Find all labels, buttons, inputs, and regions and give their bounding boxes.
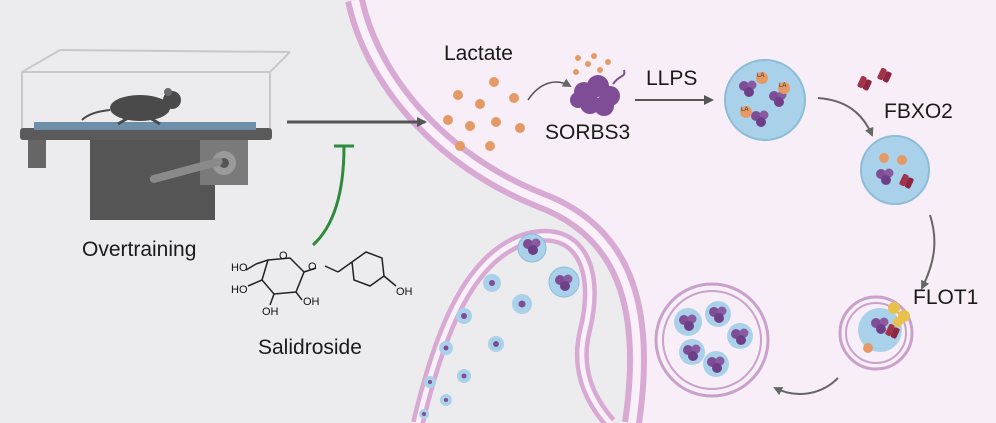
condensate-droplet — [724, 59, 806, 141]
treadmill-illustration — [20, 49, 291, 220]
overtraining-label: Overtraining — [82, 238, 197, 261]
flot1-label: FLOT1 — [913, 286, 979, 309]
multivesicular-body — [654, 282, 770, 398]
secreted-exosomes — [419, 233, 580, 419]
chem-o-1: O — [308, 261, 317, 273]
flot1-vesicle — [838, 295, 914, 371]
inhibition-line — [311, 145, 346, 247]
chem-ho-2: HO — [231, 284, 248, 296]
sorbs3-protein — [570, 69, 626, 116]
cell-interior — [355, 0, 996, 423]
fbxo2-label: FBXO2 — [884, 100, 953, 123]
salidroside-label: Salidroside — [258, 336, 362, 359]
salidroside-structure — [245, 251, 397, 306]
chem-ho-1: HO — [231, 262, 248, 274]
la-tag-1: LA — [757, 73, 765, 79]
lactate-on-sorbs3 — [573, 53, 611, 75]
fbxo2-bound-droplet — [860, 135, 930, 205]
la-tag-3: LA — [741, 107, 749, 113]
la-tag-2: LA — [779, 83, 787, 89]
llps-label: LLPS — [646, 67, 698, 90]
chem-oh-1: OH — [262, 306, 279, 318]
chem-oh-2: OH — [303, 296, 320, 308]
chem-o-2: O — [279, 250, 288, 262]
lactate-label: Lactate — [444, 42, 513, 65]
sorbs3-label: SORBS3 — [545, 121, 631, 144]
lactate-molecules — [443, 77, 525, 151]
chem-oh-3: OH — [396, 286, 413, 298]
